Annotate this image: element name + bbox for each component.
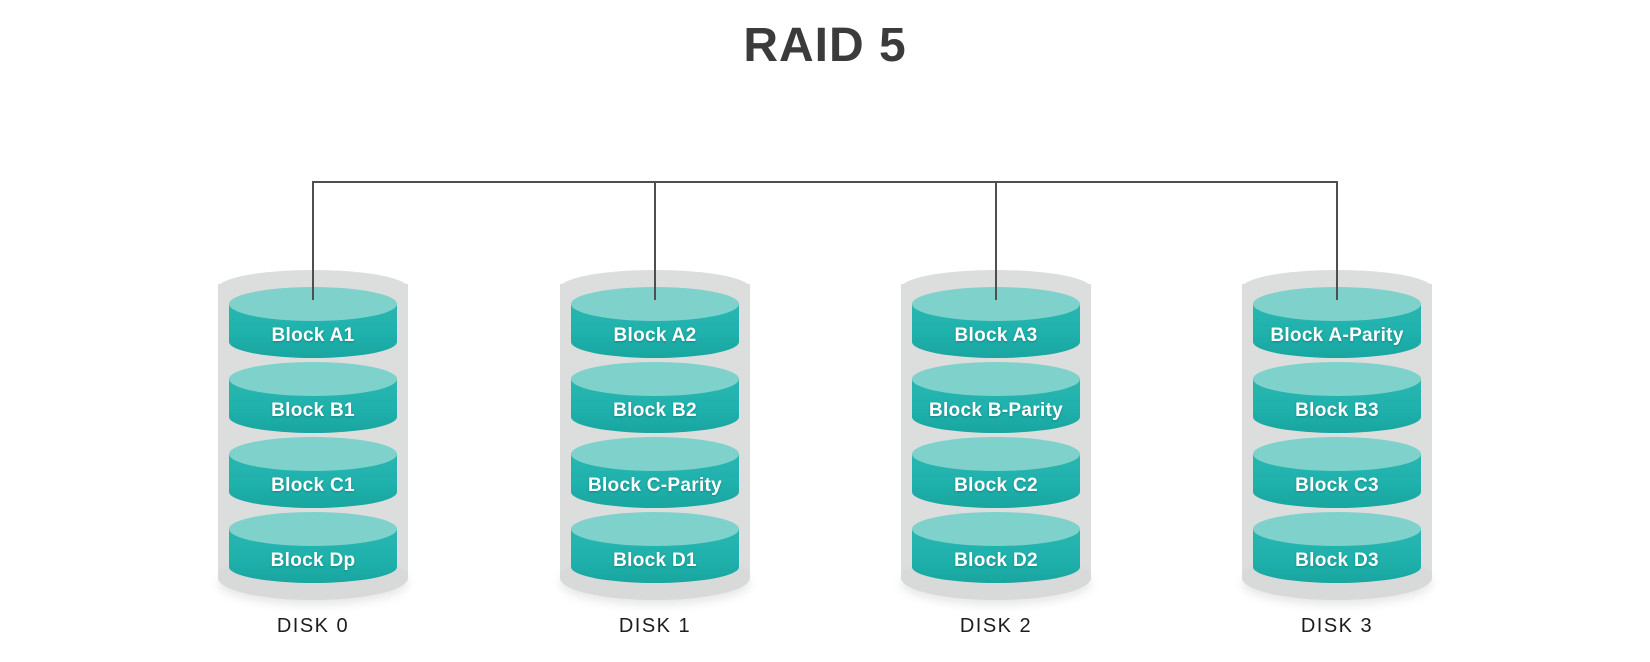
block-label: Block B-Parity <box>928 400 1064 421</box>
block-label: Block B1 <box>271 400 355 421</box>
disk2-block-d: Block D2 <box>912 512 1080 583</box>
disk-3: Block A-Parity Block B3 Block C3 Block D… <box>1242 270 1432 637</box>
disk3-block-d: Block D3 <box>1253 512 1421 583</box>
platter-top-ellipse <box>229 512 397 546</box>
block-label: Block C3 <box>1295 475 1379 496</box>
block-label: Block C2 <box>954 475 1038 496</box>
drop-line-disk1 <box>654 181 656 300</box>
drop-line-disk2 <box>995 181 997 300</box>
platter-top-ellipse <box>571 437 739 471</box>
disk3-block-b: Block B3 <box>1253 362 1421 433</box>
disk-2: Block A3 Block B-Parity Block C2 Block D… <box>901 270 1091 637</box>
drop-line-disk0 <box>312 181 314 300</box>
platter-top-ellipse <box>1253 512 1421 546</box>
platter-top-ellipse <box>1253 362 1421 396</box>
platter-top-ellipse <box>912 437 1080 471</box>
platter-top-ellipse <box>1253 437 1421 471</box>
block-label: Block D1 <box>613 550 697 571</box>
disk2-block-c: Block C2 <box>912 437 1080 508</box>
disk3-block-c: Block C3 <box>1253 437 1421 508</box>
platter-top-ellipse <box>229 362 397 396</box>
disk2-block-a: Block A3 <box>912 287 1080 358</box>
disk-label: DISK 1 <box>618 615 692 637</box>
block-label: Block B2 <box>613 400 697 421</box>
block-label: Block A1 <box>271 325 355 346</box>
disk0-block-c: Block C1 <box>229 437 397 508</box>
platter-top-ellipse <box>571 362 739 396</box>
diagram-title: RAID 5 <box>743 19 907 72</box>
bus-line <box>313 181 1337 183</box>
platter-top-ellipse <box>571 512 739 546</box>
platter-top-ellipse <box>229 437 397 471</box>
block-label: Block B3 <box>1295 400 1379 421</box>
disk3-block-a: Block A-Parity <box>1253 287 1421 358</box>
disk-1: Block A2 Block B2 Block C-Parity Block D… <box>560 270 750 637</box>
platter-top-ellipse <box>912 512 1080 546</box>
block-label: Block A-Parity <box>1270 325 1404 346</box>
disk1-block-d: Block D1 <box>571 512 739 583</box>
disk-0: Block A1 Block B1 Block C1 Block Dp DISK… <box>218 270 408 637</box>
drop-line-disk3 <box>1336 181 1338 300</box>
block-label: Block D2 <box>954 550 1038 571</box>
block-label: Block C-Parity <box>587 475 723 496</box>
block-label: Block A2 <box>613 325 697 346</box>
disk0-block-d: Block Dp <box>229 512 397 583</box>
disk-label: DISK 3 <box>1300 615 1374 637</box>
platter-top-ellipse <box>912 362 1080 396</box>
disk-label: DISK 0 <box>276 615 350 637</box>
disk1-block-c: Block C-Parity <box>571 437 739 508</box>
disk2-block-b: Block B-Parity <box>912 362 1080 433</box>
disk0-block-b: Block B1 <box>229 362 397 433</box>
disk-label: DISK 2 <box>959 615 1033 637</box>
block-label: Block Dp <box>270 550 356 571</box>
block-label: Block D3 <box>1295 550 1379 571</box>
block-label: Block A3 <box>954 325 1038 346</box>
disk1-block-b: Block B2 <box>571 362 739 433</box>
block-label: Block C1 <box>271 475 355 496</box>
